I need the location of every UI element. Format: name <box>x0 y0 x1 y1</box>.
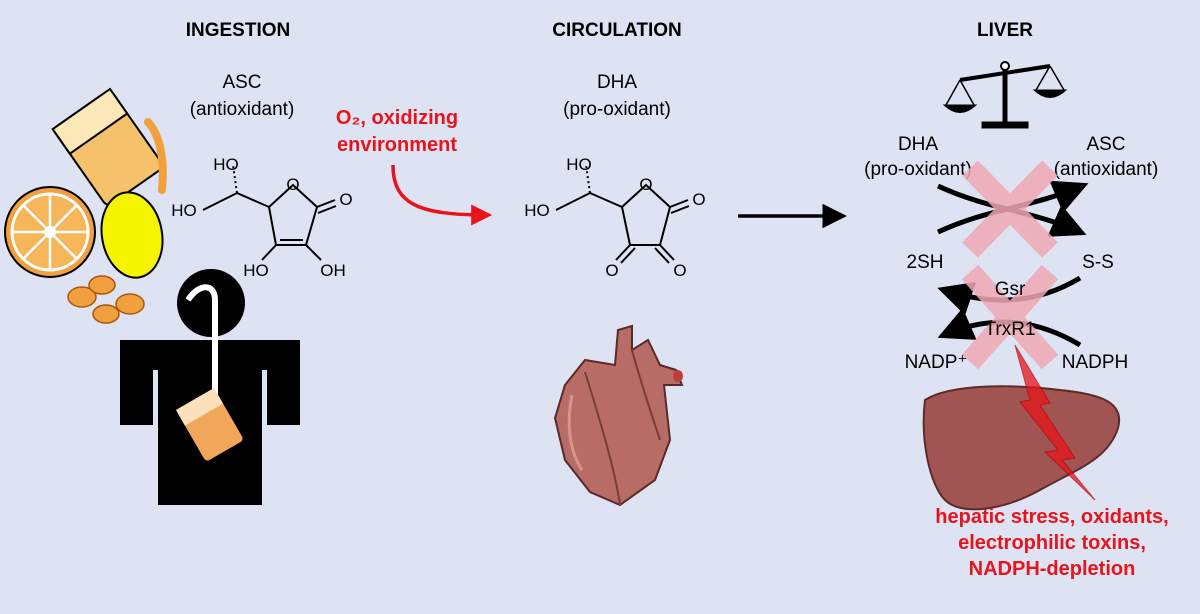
stress-bolt-icon <box>1014 344 1096 501</box>
dha-role: (pro-oxidant) <box>563 99 671 120</box>
dha-atom-o-ring: O <box>639 175 652 194</box>
orange-slice-icon <box>4 186 96 278</box>
stress-line-2: electrophilic toxins, <box>958 532 1146 554</box>
stress-line-1: hepatic stress, oxidants, <box>935 506 1168 528</box>
heading-circulation: CIRCULATION <box>552 20 681 41</box>
heading-liver: LIVER <box>977 20 1033 41</box>
asc-role: (antioxidant) <box>190 99 295 120</box>
asc-structure <box>202 164 337 261</box>
juice-glass-icon <box>51 87 167 206</box>
liver-asc-name: ASC <box>1086 134 1125 155</box>
asc-atom-o-ring: O <box>286 175 299 194</box>
dha-atom-ho-top: HO <box>566 155 592 174</box>
pills-icon <box>67 275 145 324</box>
oxidation-label-line2: environment <box>337 134 457 156</box>
dha-atom-o-bottom-right: O <box>673 261 686 280</box>
asc-atom-ho-top: HO <box>213 155 239 174</box>
asc-atom-oh-bottom: OH <box>320 261 346 280</box>
balance-scale-icon <box>942 61 1068 129</box>
heading-ingestion: INGESTION <box>186 20 291 41</box>
dha-atom-o-bottom-left: O <box>605 261 618 280</box>
oxidation-arrow <box>391 164 493 226</box>
liver-asc-role: (antioxidant) <box>1054 159 1159 180</box>
asc-atom-ho-left: HO <box>171 201 197 220</box>
nadph-label: NADPH <box>1062 352 1129 373</box>
lemon-icon <box>100 191 164 279</box>
dha-name: DHA <box>597 72 637 93</box>
inhibition-x-upper-icon <box>962 160 1058 258</box>
liver-dha-name: DHA <box>898 134 938 155</box>
disulfide-label: S-S <box>1082 252 1114 273</box>
enzyme-trxr1: TrxR1 <box>984 319 1035 340</box>
stress-line-3: NADPH-depletion <box>969 558 1136 580</box>
asc-name: ASC <box>222 72 261 93</box>
oxidation-label-line1: O₂, oxidizing <box>336 107 458 129</box>
heart-icon <box>553 324 684 507</box>
inhibition-x-lower-icon <box>961 264 1059 370</box>
liver-dha-role: (pro-oxidant) <box>864 159 972 180</box>
enzyme-gsr: Gsr <box>995 279 1026 300</box>
thiol-label: 2SH <box>907 252 944 273</box>
dha-structure <box>555 164 690 264</box>
person-icon <box>120 269 300 505</box>
asc-atom-ho-bottom: HO <box>243 261 269 280</box>
dha-atom-o-carbonyl: O <box>692 190 705 209</box>
liver-icon <box>922 385 1121 511</box>
asc-atom-o-carbonyl: O <box>339 190 352 209</box>
nadp-label: NADP⁺ <box>905 352 968 373</box>
dha-atom-ho-left: HO <box>524 201 550 220</box>
